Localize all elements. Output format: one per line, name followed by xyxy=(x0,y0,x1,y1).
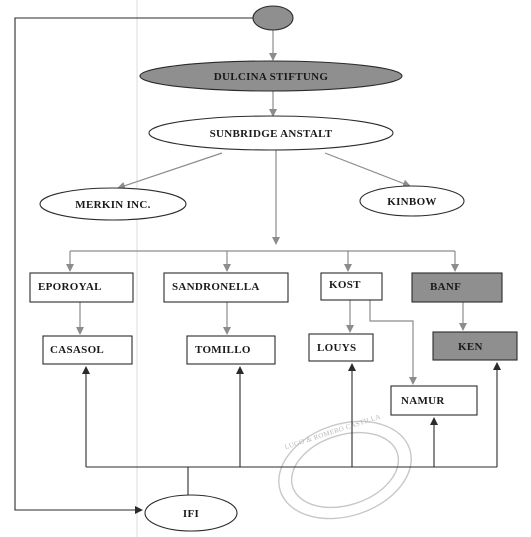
svg-text:TOMILLO: TOMILLO xyxy=(195,344,251,356)
svg-text:LUGO & ROMERO CASTILLA: LUGO & ROMERO CASTILLA xyxy=(284,413,382,452)
node-louys: LOUYS xyxy=(308,333,374,362)
edge-kost-to-namur xyxy=(369,300,417,385)
node-ken: KEN xyxy=(432,331,518,361)
node-tomillo: TOMILLO xyxy=(186,335,276,365)
svg-text:NAMUR: NAMUR xyxy=(401,395,445,407)
node-sandronella: SANDRONELLA xyxy=(163,272,289,303)
svg-text:LOUYS: LOUYS xyxy=(317,342,356,354)
node-dulcina-stiftung: DULCINA STIFTUNG xyxy=(139,60,403,92)
svg-text:CASASOL: CASASOL xyxy=(50,344,104,356)
node-sunbridge-anstalt: SUNBRIDGE ANSTALT xyxy=(148,115,394,151)
node-banf: BANF xyxy=(411,272,503,303)
node-namur: NAMUR xyxy=(390,385,478,416)
node-top xyxy=(252,5,294,31)
subsidiary-bus-lines xyxy=(66,250,459,272)
svg-text:KEN: KEN xyxy=(458,341,483,353)
ifi-control-lines xyxy=(82,362,501,495)
node-merkin-inc: MERKIN INC. xyxy=(39,187,187,221)
svg-text:MERKIN INC.: MERKIN INC. xyxy=(75,199,150,211)
svg-text:SANDRONELLA: SANDRONELLA xyxy=(172,281,260,293)
node-ifi: IFI xyxy=(144,494,238,532)
node-casasol: CASASOL xyxy=(42,335,133,365)
notary-stamp: LUGO & ROMERO CASTILLA xyxy=(278,413,412,520)
node-eporoyal: EPOROYAL xyxy=(29,272,134,303)
node-kost: KOST xyxy=(320,272,383,301)
svg-text:SUNBRIDGE ANSTALT: SUNBRIDGE ANSTALT xyxy=(210,128,333,140)
svg-text:KINBOW: KINBOW xyxy=(387,196,436,208)
svg-text:IFI: IFI xyxy=(183,508,199,520)
svg-text:DULCINA STIFTUNG: DULCINA STIFTUNG xyxy=(214,71,329,83)
edge-anstalt-to-merkin xyxy=(117,152,223,190)
edge-anstalt-to-kinbow xyxy=(324,152,411,188)
svg-text:KOST: KOST xyxy=(329,279,361,291)
control-loop-line xyxy=(14,17,262,514)
svg-text:BANF: BANF xyxy=(430,281,461,293)
svg-text:EPOROYAL: EPOROYAL xyxy=(38,281,102,293)
node-kinbow: KINBOW xyxy=(359,185,465,217)
